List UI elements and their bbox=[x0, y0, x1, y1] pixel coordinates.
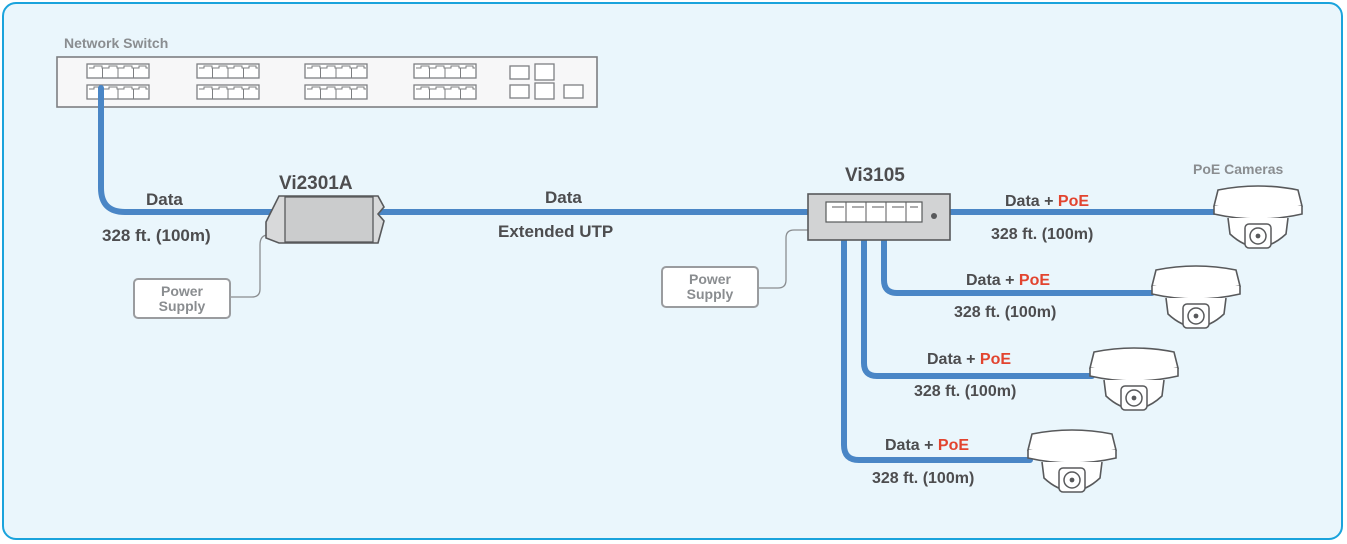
cable-switch-to-vi2301a bbox=[98, 85, 281, 215]
extended-link-data-label: Data bbox=[545, 188, 582, 207]
vi3105-label: Vi3105 bbox=[845, 165, 905, 186]
camera-4-link-label: Data + PoE bbox=[885, 437, 970, 454]
poe-camera-3-icon bbox=[1089, 347, 1179, 411]
network-switch-label: Network Switch bbox=[64, 35, 169, 51]
cable-camera-4 bbox=[841, 209, 1033, 463]
extended-link-utp-label: Extended UTP bbox=[498, 222, 614, 241]
power-supply-a-line1: Power bbox=[160, 282, 203, 299]
power-wire-a bbox=[231, 234, 269, 298]
vi2301a-device-icon bbox=[265, 195, 385, 244]
power-wire-b bbox=[759, 229, 808, 289]
switch-link-data-label: Data bbox=[146, 190, 183, 209]
poe-camera-1-icon bbox=[1213, 185, 1303, 249]
power-supply-a-line2: Supply bbox=[158, 297, 206, 314]
cable-camera-2 bbox=[881, 209, 1155, 296]
power-supply-b-line2: Supply bbox=[686, 286, 734, 302]
cables bbox=[98, 85, 1219, 463]
vi3105-device-icon bbox=[807, 193, 951, 241]
power-supply-box-a: Power Supply bbox=[133, 278, 231, 319]
camera-1-distance-label: 328 ft. (100m) bbox=[991, 226, 1094, 243]
poe-camera-2-icon bbox=[1151, 265, 1241, 329]
camera-1-link-label: Data + PoE bbox=[1005, 193, 1090, 210]
camera-4-distance-label: 328 ft. (100m) bbox=[872, 470, 975, 487]
power-supply-b-line1: Power bbox=[688, 271, 731, 287]
camera-2-link-label: Data + PoE bbox=[966, 272, 1051, 289]
vi2301a-label: Vi2301A bbox=[279, 173, 353, 194]
poe-camera-4-icon bbox=[1027, 429, 1117, 493]
camera-3-distance-label: 328 ft. (100m) bbox=[914, 383, 1017, 400]
cable-camera-3 bbox=[861, 209, 1095, 379]
network-switch-icon bbox=[56, 56, 598, 108]
power-supply-box-b: Power Supply bbox=[661, 266, 759, 308]
camera-3-link-label: Data + PoE bbox=[927, 351, 1012, 368]
switch-link-distance-label: 328 ft. (100m) bbox=[102, 226, 211, 245]
poe-cameras-label: PoE Cameras bbox=[1193, 161, 1284, 177]
camera-2-distance-label: 328 ft. (100m) bbox=[954, 304, 1057, 321]
